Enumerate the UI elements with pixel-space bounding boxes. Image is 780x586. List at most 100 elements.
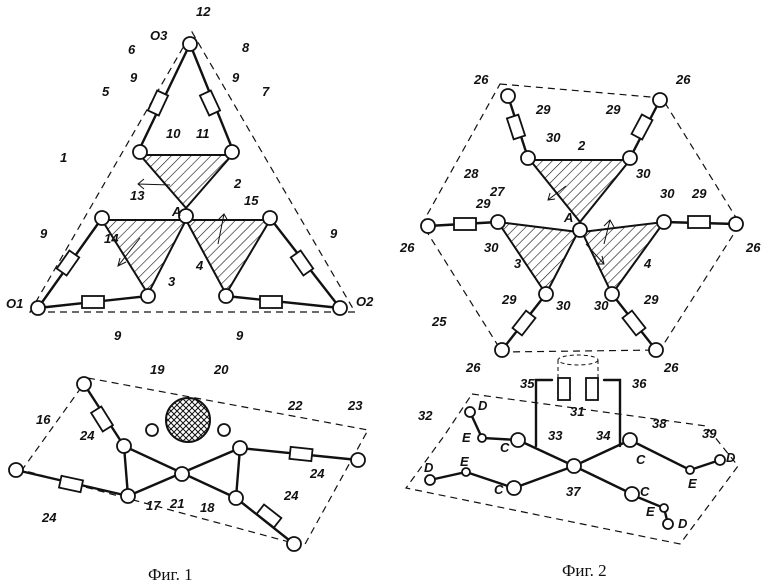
label-16: 16: [36, 412, 51, 427]
fig1-top: 12 O3 6 8 9 9 5 7 10 11 1 2 13 A 15 14 3…: [6, 4, 374, 343]
label-11: 11: [196, 126, 210, 141]
joint: [183, 37, 197, 51]
label-e: E: [646, 504, 655, 519]
joint: [478, 434, 486, 442]
label-8: 8: [242, 40, 250, 55]
label-30: 30: [556, 298, 571, 313]
joint: [175, 467, 189, 481]
label-26: 26: [473, 72, 489, 87]
label-26: 26: [663, 360, 679, 375]
label-26: 26: [465, 360, 481, 375]
platform-3: [498, 222, 578, 294]
label-36: 36: [632, 376, 647, 391]
label-24: 24: [41, 510, 57, 525]
label-a: A: [563, 210, 573, 225]
label-10: 10: [166, 126, 181, 141]
joint: [146, 424, 158, 436]
platform-4: [582, 222, 664, 294]
joint: [507, 481, 521, 495]
label-e: E: [460, 454, 469, 469]
label-20: 20: [213, 362, 229, 377]
label-25: 25: [431, 314, 447, 329]
label-38: 38: [652, 416, 667, 431]
label-o2: O2: [356, 294, 374, 309]
joint: [686, 466, 694, 474]
joint: [729, 217, 743, 231]
joint: [567, 459, 581, 473]
joint: [141, 289, 155, 303]
joint: [660, 504, 668, 512]
slider-block: [148, 90, 168, 115]
label-29: 29: [501, 292, 517, 307]
slider-block: [260, 296, 282, 308]
joint: [663, 519, 673, 529]
fig2-top: 26 26 29 29 30 30 2 28 27 29 29 30 30 26…: [399, 72, 761, 375]
label-28: 28: [463, 166, 479, 181]
label-29: 29: [535, 102, 551, 117]
label-18: 18: [200, 500, 215, 515]
cylinder-top: [558, 355, 598, 365]
label-26: 26: [399, 240, 415, 255]
label-24: 24: [79, 428, 95, 443]
label-1: 1: [60, 150, 67, 165]
joint: [657, 215, 671, 229]
joint: [218, 424, 230, 436]
joint: [421, 219, 435, 233]
joint: [219, 289, 233, 303]
label-24: 24: [309, 466, 325, 481]
slider-block: [622, 311, 645, 336]
joint: [233, 441, 247, 455]
label-2: 2: [233, 176, 242, 191]
label-12: 12: [196, 4, 211, 19]
caption-fig2: Фиг. 2: [562, 561, 607, 580]
gripped-object: [166, 398, 210, 442]
label-c: C: [640, 484, 650, 499]
label-d: D: [726, 450, 736, 465]
joint: [351, 453, 365, 467]
gripper-jaw: [558, 378, 570, 400]
label-26: 26: [675, 72, 691, 87]
label-9: 9: [40, 226, 48, 241]
label-34: 34: [596, 428, 611, 443]
label-33: 33: [548, 428, 563, 443]
label-d: D: [678, 516, 688, 531]
label-9: 9: [330, 226, 338, 241]
label-c: C: [636, 452, 646, 467]
joint: [495, 343, 509, 357]
label-5: 5: [102, 84, 110, 99]
joint: [573, 223, 587, 237]
label-19: 19: [150, 362, 165, 377]
label-c: C: [494, 482, 504, 497]
label-e: E: [462, 430, 471, 445]
joint: [117, 439, 131, 453]
slider-block: [82, 296, 104, 308]
label-2: 2: [577, 138, 586, 153]
joint: [121, 489, 135, 503]
label-9: 9: [232, 70, 240, 85]
caption-fig1: Фиг. 1: [148, 565, 193, 584]
label-c: C: [500, 440, 510, 455]
label-23: 23: [347, 398, 363, 413]
joint: [425, 475, 435, 485]
slider-block: [59, 476, 83, 492]
label-6: 6: [128, 42, 136, 57]
joint: [623, 433, 637, 447]
joint: [462, 468, 470, 476]
slider-block: [454, 218, 476, 230]
joint: [133, 145, 147, 159]
joint: [95, 211, 109, 225]
joint: [9, 463, 23, 477]
slider-block: [291, 251, 313, 276]
platform-2: [140, 155, 232, 208]
joint: [465, 407, 475, 417]
label-22: 22: [287, 398, 303, 413]
joint: [625, 487, 639, 501]
label-30: 30: [636, 166, 651, 181]
joint: [521, 151, 535, 165]
label-3: 3: [168, 274, 176, 289]
label-14: 14: [104, 231, 119, 246]
label-29: 29: [643, 292, 659, 307]
joint: [623, 151, 637, 165]
label-37: 37: [566, 484, 581, 499]
leg-link: [470, 412, 518, 440]
